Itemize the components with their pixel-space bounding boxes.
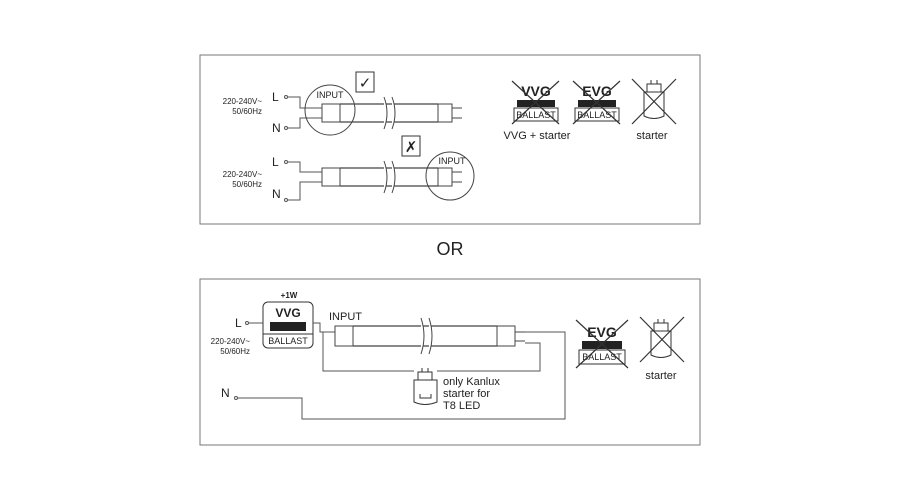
top-starter-cap: [646, 83, 662, 93]
bottom-starter-symbol: [419, 394, 432, 399]
row1-tube-break: [383, 96, 396, 130]
row2-live-wire: [287, 161, 322, 173]
top-starter-body: [643, 91, 665, 119]
row2-tube-cap-right: [437, 167, 453, 187]
bottom-ballast-to-tube: [313, 322, 335, 333]
row1-input-label: INPUT: [317, 90, 345, 100]
bottom-voltage: 220-240V~: [211, 337, 251, 346]
bottom-input-label: INPUT: [329, 311, 362, 323]
bottom-evg-ballast-box: [578, 349, 626, 365]
top-vvg-ballast-box: [513, 107, 559, 122]
bottom-ballast-power: +1W: [281, 291, 298, 300]
bottom-ballast-bar: [270, 322, 306, 331]
row1-tube-cap-right: [437, 103, 453, 123]
row1-neutral-wire: [287, 117, 322, 129]
bottom-evg-ballast-symbol: EVG BALLAST: [575, 319, 629, 369]
bottom-starter-note-line1: only Kanlux: [443, 376, 500, 388]
bottom-live-label: L: [235, 316, 242, 330]
bottom-starter-loop-right: [437, 342, 541, 372]
bottom-crossed-starter-cross-b: [639, 316, 685, 363]
row1-input-circle: [304, 84, 356, 136]
row1-voltage: 220-240V~: [223, 97, 263, 106]
bottom-neutral-wire: [237, 331, 566, 420]
bottom-starter-cap: [417, 371, 433, 381]
top-evg-brand: EVG: [582, 83, 612, 99]
bottom-starter-note-line3: T8 LED: [443, 400, 480, 412]
top-evg-cross-b: [572, 80, 621, 125]
bottom-evg-brand: EVG: [587, 324, 617, 340]
row2-tube-cap-left: [321, 167, 341, 187]
row1-check-box: [355, 71, 375, 93]
top-starter-symbol: starter: [631, 78, 677, 142]
row2-cross-mark: ✗: [405, 139, 418, 156]
or-separator: OR: [437, 239, 464, 259]
row2-neutral-label: N: [272, 187, 281, 201]
bottom-crossed-starter-body: [650, 330, 672, 358]
row1-tube-cap-left: [321, 103, 341, 123]
top-panel: [199, 54, 701, 225]
row1-frequency: 50/60Hz: [232, 107, 262, 116]
row2-live-label: L: [272, 155, 279, 169]
top-vvg-cross-b: [511, 80, 560, 125]
bottom-starter-body: [413, 379, 438, 405]
bottom-tube-break: [420, 317, 433, 355]
bottom-crossed-starter-cap: [653, 322, 669, 332]
row1-live-wire: [287, 96, 322, 109]
row2-frequency: 50/60Hz: [232, 180, 262, 189]
bottom-evg-bar: [582, 341, 622, 349]
bottom-frequency: 50/60Hz: [220, 347, 250, 356]
row1-check-mark: ✓: [359, 75, 372, 92]
bottom-tube-cap-left: [334, 325, 354, 347]
row1-neutral-label: N: [272, 121, 281, 135]
bottom-starter-note-line2: starter for: [443, 388, 490, 400]
top-starter-caption: starter: [636, 130, 668, 142]
bottom-evg-ballast-label: BALLAST: [582, 352, 622, 362]
bottom-ballast-label: BALLAST: [268, 336, 308, 346]
row2-voltage: 220-240V~: [223, 170, 263, 179]
top-starter-cross-b: [631, 78, 677, 125]
row1-correct-wiring: 220-240V~ 50/60Hz L N INPUT ✓: [223, 71, 462, 136]
top-vvg-ballast-label: BALLAST: [516, 110, 556, 120]
bottom-evg-cross-b: [575, 319, 629, 369]
row1-live-label: L: [272, 90, 279, 104]
top-vvg-caption: VVG + starter: [504, 130, 571, 142]
bottom-starter-crossed-symbol: starter: [639, 316, 685, 382]
top-vvg-ballast-symbol: VVG BALLAST VVG + starter: [504, 80, 571, 142]
bottom-tube-cap-right: [496, 325, 516, 347]
row2-tube-break: [383, 160, 396, 194]
bottom-ballast-brand: VVG: [275, 306, 300, 320]
row2-input-circle: [425, 151, 475, 201]
bottom-neutral-label: N: [221, 386, 230, 400]
top-vvg-brand: VVG: [521, 83, 551, 99]
top-evg-ballast-label: BALLAST: [577, 110, 617, 120]
row2-incorrect-wiring: 220-240V~ 50/60Hz L N INPUT ✗: [223, 135, 475, 202]
row2-cross-box: [401, 135, 421, 157]
bottom-wiring: 220-240V~ 50/60Hz L N +1W VVG BALLAST IN…: [211, 291, 566, 420]
bottom-starter-caption: starter: [645, 370, 677, 382]
top-evg-ballast-symbol: EVG BALLAST: [572, 80, 621, 125]
row2-input-label: INPUT: [439, 156, 467, 166]
top-evg-ballast-box: [574, 107, 620, 122]
row2-neutral-wire: [287, 181, 322, 201]
bottom-starter-loop-left: [322, 332, 414, 372]
